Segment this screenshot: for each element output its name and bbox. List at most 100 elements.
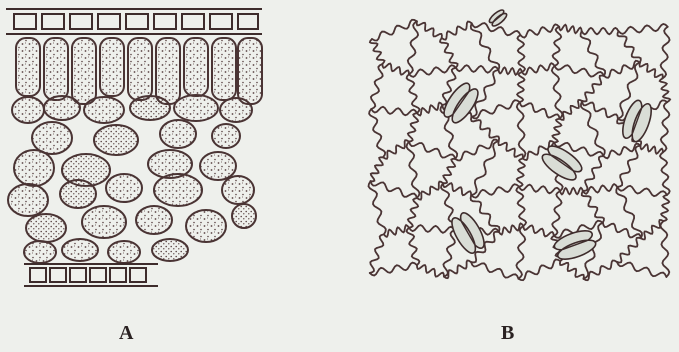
cell-wall xyxy=(517,102,526,158)
cell-wall xyxy=(552,119,561,143)
cell-wall xyxy=(417,21,442,38)
cell-wall xyxy=(417,265,444,277)
cell-wall xyxy=(660,78,670,102)
cell-wall xyxy=(471,100,519,118)
cell-wall xyxy=(603,223,641,239)
cell-wall xyxy=(617,262,667,277)
cell-wall xyxy=(456,65,499,73)
epidermis-drawing xyxy=(340,0,679,352)
cell-wall xyxy=(417,103,442,116)
mesophyll-cell xyxy=(220,98,252,122)
upper-epidermis xyxy=(6,9,262,34)
palisade-cell xyxy=(16,38,40,96)
cell-wall xyxy=(584,261,617,281)
cell-wall xyxy=(371,64,383,109)
cell-wall xyxy=(516,187,526,226)
stoma xyxy=(448,210,489,257)
stoma xyxy=(552,227,598,263)
cell-wall xyxy=(560,188,583,195)
leaf-cross-section-illustration xyxy=(0,0,300,352)
cell-wall xyxy=(517,72,524,102)
cell-wall xyxy=(520,102,560,119)
cell-wall xyxy=(408,21,418,74)
palisade-cell xyxy=(238,38,262,104)
cell-wall xyxy=(522,63,555,74)
mesophyll-cell xyxy=(26,214,66,242)
palisade-cell xyxy=(128,38,152,100)
mesophyll-cell xyxy=(60,180,96,208)
stoma xyxy=(619,98,655,144)
cell-wall xyxy=(471,262,518,279)
cell-wall xyxy=(640,144,663,153)
cell-wall xyxy=(618,31,641,62)
cell-wall xyxy=(407,142,420,198)
cell-wall xyxy=(518,260,560,281)
mesophyll-cell xyxy=(136,206,172,234)
cell-wall xyxy=(582,28,619,34)
cell-wall xyxy=(517,159,525,187)
cell-wall xyxy=(471,184,519,198)
cell-wall xyxy=(582,191,604,223)
cell-wall xyxy=(409,225,455,233)
mesophyll-cell xyxy=(62,239,98,261)
cell-wall xyxy=(372,20,417,41)
cell-wall xyxy=(583,156,604,191)
cell-wall xyxy=(519,185,560,194)
cell-wall xyxy=(641,220,664,239)
mesophyll-cell xyxy=(152,239,188,261)
cell-wall xyxy=(617,238,641,263)
palisade-cell xyxy=(44,38,68,100)
cell-wall xyxy=(417,182,443,200)
mesophyll-cell xyxy=(232,204,256,228)
cell-wall xyxy=(370,39,385,64)
cell-wall xyxy=(384,225,409,237)
mesophyll-cell xyxy=(84,97,124,123)
mesophyll-cell xyxy=(160,120,196,148)
cell-wall xyxy=(369,181,386,234)
cell-wall xyxy=(369,109,385,157)
cell-wall xyxy=(370,263,417,276)
cell-wall xyxy=(408,113,418,142)
panel-a-label: A xyxy=(119,322,133,345)
cell-wall xyxy=(582,101,618,119)
mesophyll-cell xyxy=(94,125,138,155)
cell-wall xyxy=(520,24,559,37)
stomata-group xyxy=(440,8,655,263)
cell-wall xyxy=(523,225,554,236)
mesophyll-cell xyxy=(24,241,56,263)
cell-wall xyxy=(517,35,525,72)
cell-wall xyxy=(660,152,670,195)
cell-wall xyxy=(617,186,667,196)
panel-b-label: B xyxy=(501,322,514,345)
cell-wall xyxy=(661,102,670,152)
palisade-cell xyxy=(100,38,124,96)
cell-wall xyxy=(409,65,456,77)
cell-wall xyxy=(471,117,499,141)
mesophyll-cell xyxy=(106,174,142,202)
cell-wall xyxy=(516,226,525,279)
spongy-mesophyll xyxy=(8,95,256,263)
cell-wall xyxy=(640,63,663,79)
cell-wall xyxy=(444,261,471,279)
mesophyll-cell xyxy=(12,97,44,123)
cell-wall xyxy=(553,27,562,66)
mesophyll-cell xyxy=(186,210,226,242)
mesophyll-cell xyxy=(212,124,240,148)
cell-wall xyxy=(560,261,584,279)
stoma xyxy=(488,8,509,28)
cell-wall xyxy=(383,140,409,159)
mesophyll-cell xyxy=(222,176,254,204)
palisade-layer xyxy=(16,38,262,104)
palisade-cell xyxy=(72,38,96,104)
cell-wall xyxy=(382,64,409,75)
cell-wall xyxy=(409,142,455,159)
cell-wall xyxy=(443,159,455,183)
cell-wall xyxy=(552,66,563,119)
cell-wall xyxy=(471,141,499,195)
cell-wall xyxy=(661,195,669,221)
mesophyll-cell xyxy=(8,184,48,216)
cell-wall xyxy=(560,100,583,120)
lower-epidermis xyxy=(24,264,158,286)
mesophyll-cell xyxy=(108,241,140,263)
mesophyll-cell xyxy=(130,96,170,120)
